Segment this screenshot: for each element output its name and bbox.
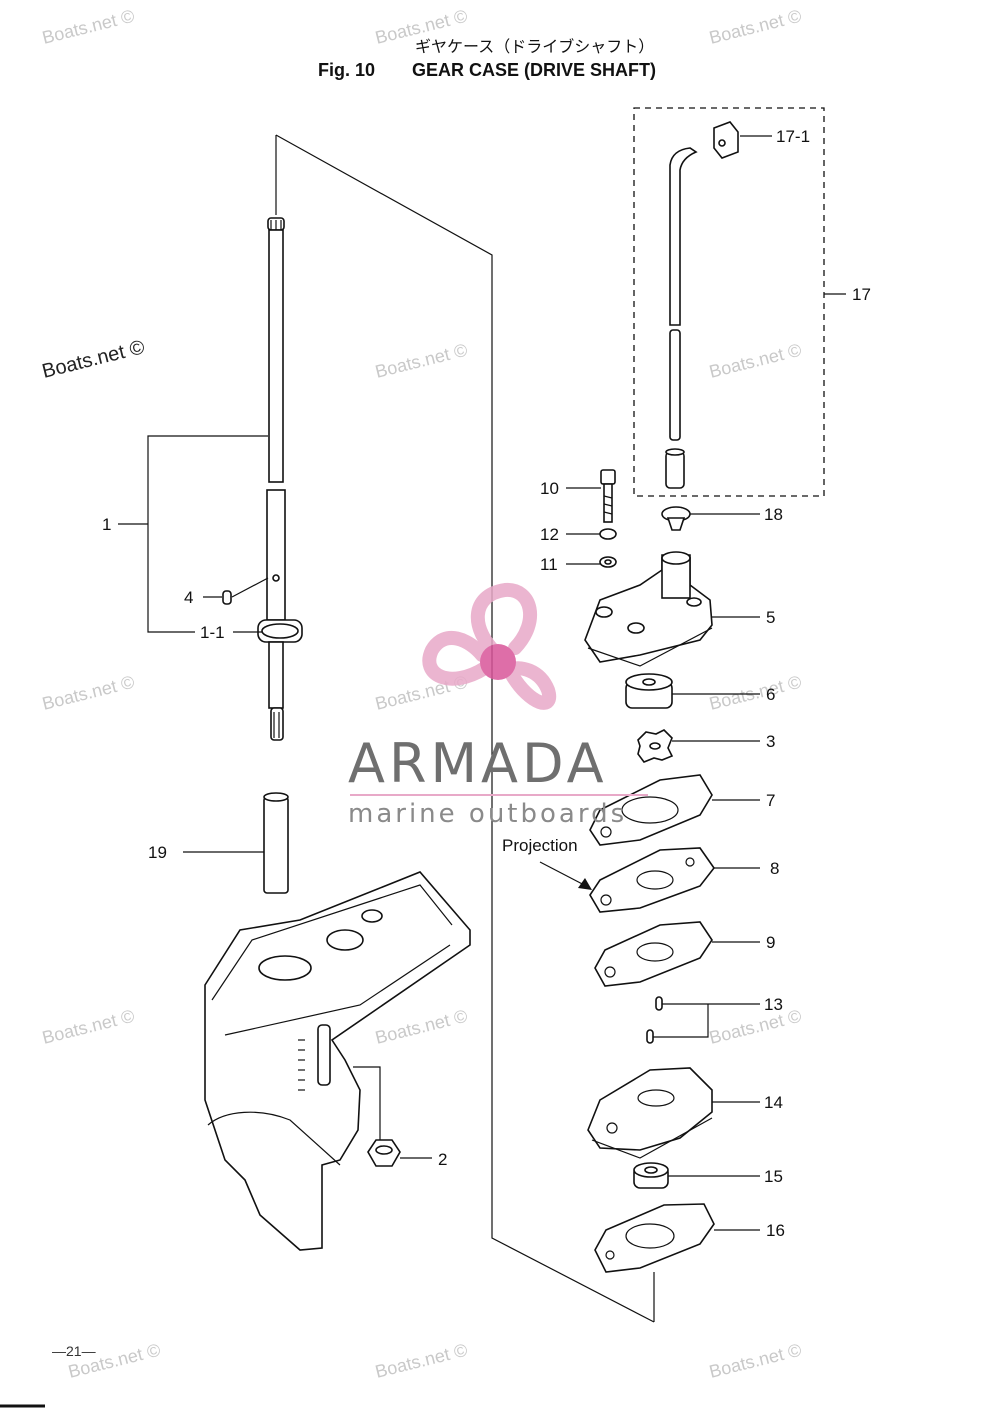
- callout-15: 15: [764, 1167, 783, 1186]
- dowel-pins: [646, 996, 663, 1044]
- nut: [353, 1066, 401, 1167]
- callout-12: 12: [540, 525, 559, 544]
- oil-seal: [633, 1162, 669, 1189]
- page-number: —21—: [52, 1343, 96, 1359]
- leader-lines: [118, 135, 846, 1231]
- gasket: [589, 774, 713, 846]
- assembly-line: [275, 134, 655, 1323]
- callout-2: 2: [438, 1150, 447, 1169]
- watermark: Boats.net ©: [373, 340, 469, 382]
- watermark: Boats.net ©: [707, 340, 803, 382]
- grommet: [713, 121, 739, 159]
- watermark: Boats.net ©: [40, 672, 136, 714]
- callout-1-1: 1-1: [200, 623, 225, 642]
- washer: [599, 528, 617, 540]
- drive-shaft: [257, 217, 303, 741]
- pump-housing: [587, 1067, 713, 1159]
- callout-16: 16: [766, 1221, 785, 1240]
- water-tube: [665, 147, 698, 489]
- callout-7: 7: [766, 791, 775, 810]
- callout-18: 18: [764, 505, 783, 524]
- callout-14: 14: [764, 1093, 783, 1112]
- pin: [222, 590, 232, 605]
- callout-11: 11: [540, 555, 558, 574]
- watermark: Boats.net ©: [373, 1340, 469, 1382]
- lower-gear-case-housing: [204, 871, 471, 1251]
- callout-17-1: 17-1: [776, 127, 810, 146]
- callout-3: 3: [766, 732, 775, 751]
- propeller-icon: [422, 583, 557, 710]
- impeller-liner: [625, 673, 673, 709]
- pump-case: [584, 551, 713, 667]
- watermark: Boats.net ©: [707, 6, 803, 48]
- projection-annotation: Projection: [502, 836, 578, 855]
- brand-tagline: marine outboards: [348, 799, 627, 829]
- callout-19: 19: [148, 843, 167, 862]
- callout-9: 9: [766, 933, 775, 952]
- watermark: Boats.net ©: [40, 336, 147, 383]
- callout-1: 1: [102, 515, 111, 534]
- armada-logo: ARMADA marine outboards: [348, 583, 648, 829]
- watermark: Boats.net ©: [707, 672, 803, 714]
- callout-6: 6: [766, 685, 775, 704]
- figure-number: Fig. 10: [318, 60, 375, 80]
- watermark: Boats.net ©: [707, 1340, 803, 1382]
- grommet: [661, 506, 691, 531]
- callout-17: 17: [852, 285, 871, 304]
- callout-labels: 1 1-1 4 19 2 17-1 17 10 12 11 18 5 6 3 7…: [102, 127, 871, 1240]
- watermark: Boats.net ©: [40, 6, 136, 48]
- tube: [263, 792, 289, 894]
- callout-5: 5: [766, 608, 775, 627]
- callout-13: 13: [764, 995, 783, 1014]
- brand-name: ARMADA: [348, 732, 608, 795]
- impeller: [637, 729, 674, 763]
- bolt: [600, 469, 616, 523]
- callout-4: 4: [184, 588, 193, 607]
- callout-8: 8: [770, 859, 779, 878]
- water-tube-assembly-box: [633, 107, 825, 497]
- watermark: Boats.net ©: [707, 1006, 803, 1048]
- callout-10: 10: [540, 479, 559, 498]
- figure-title: GEAR CASE (DRIVE SHAFT): [412, 60, 656, 80]
- watermark: Boats.net ©: [373, 1006, 469, 1048]
- watermark: Boats.net ©: [40, 1006, 136, 1048]
- gasket: [594, 1203, 715, 1273]
- plate: [589, 847, 715, 913]
- washer: [599, 556, 617, 568]
- gasket: [594, 921, 713, 987]
- title-japanese: ギヤケース（ドライブシャフト）: [415, 37, 654, 56]
